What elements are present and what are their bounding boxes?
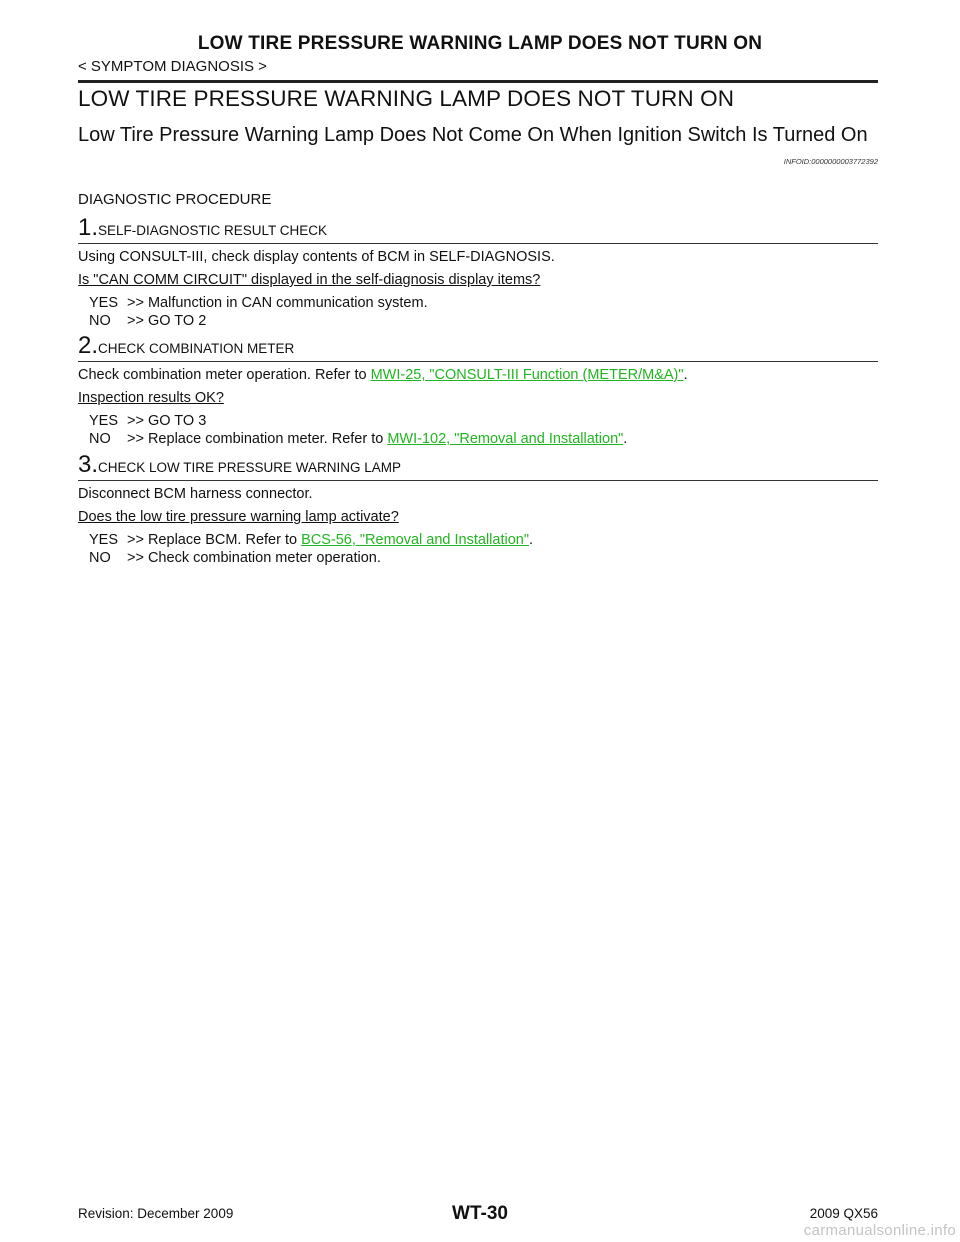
step-3-header: 3.CHECK LOW TIRE PRESSURE WARNING LAMP <box>78 453 878 481</box>
yes-label: YES <box>89 295 119 311</box>
step-1-number: 1. <box>78 214 99 241</box>
step-2-yes-text: >> GO TO 3 <box>127 413 207 429</box>
step-2-number: 2. <box>78 332 99 359</box>
bcs-56-link[interactable]: BCS-56, "Removal and Installation" <box>301 532 529 548</box>
step-3-title: CHECK LOW TIRE PRESSURE WARNING LAMP <box>98 460 402 475</box>
yes-label: YES <box>89 413 119 429</box>
step-2-question: Inspection results OK? <box>78 390 224 406</box>
no-label: NO <box>89 313 111 329</box>
step-3-yes-text-post: . <box>529 532 534 548</box>
step-3-no-answer: NO >> Check combination meter operation. <box>89 550 381 566</box>
step-2-title: CHECK COMBINATION METER <box>98 341 295 356</box>
mwi-102-link[interactable]: MWI-102, "Removal and Installation" <box>387 431 624 447</box>
symptom-breadcrumb: < SYMPTOM DIAGNOSIS > <box>78 58 267 75</box>
step-1-title: SELF-DIAGNOSTIC RESULT CHECK <box>98 223 328 238</box>
revision-date: Revision: December 2009 <box>78 1206 234 1221</box>
step-2-instruction: Check combination meter operation. Refer… <box>78 367 688 383</box>
no-label: NO <box>89 550 111 566</box>
header-divider <box>78 80 878 83</box>
subsection-title: Low Tire Pressure Warning Lamp Does Not … <box>78 124 868 146</box>
step-2-no-text-post: . <box>623 431 628 447</box>
step-2-text-pre: Check combination meter operation. Refer… <box>78 367 371 383</box>
section-title: LOW TIRE PRESSURE WARNING LAMP DOES NOT … <box>78 86 735 111</box>
step-1-yes-text: >> Malfunction in CAN communication syst… <box>127 295 428 311</box>
step-3-number: 3. <box>78 451 99 478</box>
mwi-25-link[interactable]: MWI-25, "CONSULT-III Function (METER/M&A… <box>370 367 684 383</box>
step-1-header: 1.SELF-DIAGNOSTIC RESULT CHECK <box>78 216 878 244</box>
step-1-question: Is "CAN COMM CIRCUIT" displayed in the s… <box>78 272 541 288</box>
yes-label: YES <box>89 532 119 548</box>
step-3-yes-text-pre: >> Replace BCM. Refer to <box>127 532 302 548</box>
step-2-yes-answer: YES >> GO TO 3 <box>89 413 206 429</box>
no-label: NO <box>89 431 111 447</box>
step-1-instruction: Using CONSULT-III, check display content… <box>78 249 555 265</box>
step-2-text-post: . <box>683 367 688 383</box>
step-2-no-answer: NO >> Replace combination meter. Refer to… <box>89 431 627 447</box>
step-3-instruction: Disconnect BCM harness connector. <box>78 486 313 502</box>
page-number: WT-30 <box>452 1203 508 1224</box>
step-1-no-answer: NO >> GO TO 2 <box>89 313 206 329</box>
step-3-yes-answer: YES >> Replace BCM. Refer to BCS-56, "Rem… <box>89 532 533 548</box>
step-2-no-text-pre: >> Replace combination meter. Refer to <box>127 431 388 447</box>
step-2-header: 2.CHECK COMBINATION METER <box>78 334 878 362</box>
step-3-no-text: >> Check combination meter operation. <box>127 550 381 566</box>
step-1-no-text: >> GO TO 2 <box>127 313 207 329</box>
page-header-title: LOW TIRE PRESSURE WARNING LAMP DOES NOT … <box>197 33 763 54</box>
model-year: 2009 QX56 <box>809 1206 878 1221</box>
step-3-question: Does the low tire pressure warning lamp … <box>78 509 399 525</box>
watermark: carmanualsonline.info <box>803 1222 956 1239</box>
step-1-yes-answer: YES >> Malfunction in CAN communication s… <box>89 295 428 311</box>
diagnostic-procedure-title: DIAGNOSTIC PROCEDURE <box>78 191 272 208</box>
info-id: INFOID:0000000003772392 <box>783 157 878 166</box>
